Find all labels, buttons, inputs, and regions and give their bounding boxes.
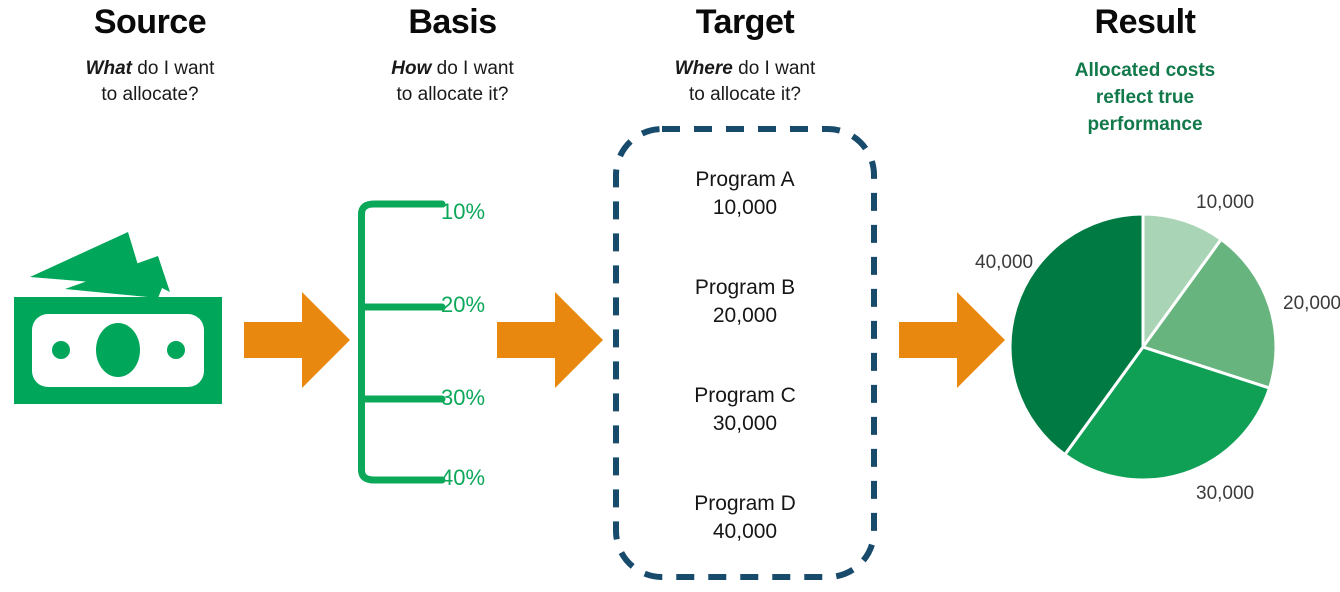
arrow-source-to-basis [244,292,350,388]
arrow-target-to-result [899,292,1005,388]
column-title-result: Result [1094,3,1196,41]
result-caption-line2: reflect true [1095,87,1195,108]
target-question-emphasis: Where [674,58,733,79]
pie-chart-svg [1008,212,1278,482]
basis-question-emphasis: How [391,58,432,79]
basis-percent-10: 10% [441,199,486,224]
column-subtitle-target: Where do I want to allocate it? [620,56,870,108]
target-program-d: Program D 40,000 [694,490,796,546]
program-b-name: Program B [694,276,796,299]
program-c-name: Program C [694,384,796,407]
source-question-line2: to allocate? [101,84,199,105]
target-dashed-container [613,126,877,580]
basis-question-rest: do I want [431,58,514,79]
column-title-basis: Basis [408,3,497,41]
pie-slice-40000 [1008,212,1145,457]
target-program-list: Program A 10,000 Program B 20,000 Progra… [613,126,877,580]
column-subtitle-result: Allocated costs reflect true performance [1020,57,1270,138]
basis-bracket-icon [358,200,446,484]
money-bills-icon [14,232,222,404]
pie-label-20000: 20,000 [1283,293,1340,314]
basis-percent-20: 20% [441,292,486,317]
pie-slice-20000 [1140,237,1278,390]
pie-label-10000: 10,000 [1196,192,1255,213]
basis-percent-40: 40% [441,465,486,490]
program-b-amount: 20,000 [712,304,778,327]
pie-label-30000: 30,000 [1196,483,1255,504]
source-question-rest: do I want [132,58,215,79]
pie-slice-10000 [1141,212,1224,352]
result-caption-line3: performance [1087,114,1203,135]
pie-slice-30000 [1062,345,1272,482]
program-d-name: Program D [694,492,796,515]
program-a-name: Program A [695,168,795,191]
result-caption-line1: Allocated costs [1074,60,1216,81]
source-question-emphasis: What [85,58,133,79]
basis-question-line2: to allocate it? [396,84,509,105]
column-title-source: Source [93,3,207,41]
program-a-amount: 10,000 [712,196,778,219]
target-program-a: Program A 10,000 [695,166,794,222]
pie-label-40000: 40,000 [975,252,1034,273]
column-subtitle-source: What do I want to allocate? [0,56,300,108]
target-program-c: Program C 30,000 [694,382,796,438]
basis-percent-30: 30% [441,385,486,410]
program-d-amount: 40,000 [712,520,778,543]
target-question-rest: do I want [732,58,816,79]
result-pie-chart [1008,212,1278,482]
column-title-target: Target [695,3,795,41]
column-subtitle-basis: How do I want to allocate it? [330,56,575,108]
target-question-line2: to allocate it? [689,84,801,105]
target-program-b: Program B 20,000 [695,274,795,330]
program-c-amount: 30,000 [712,412,778,435]
arrow-basis-to-target [497,292,603,388]
